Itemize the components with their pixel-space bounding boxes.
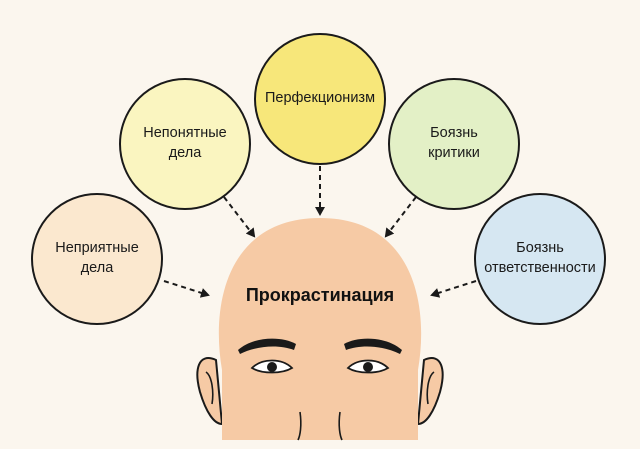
cause-circle-unpleasant: [31, 193, 163, 325]
arrows: [163, 166, 477, 298]
cause-circle-unclear: [119, 78, 251, 210]
right-ear: [416, 357, 444, 426]
cause-label-perfectionism: Перфекционизм: [264, 90, 376, 107]
arrow-unclear: [223, 196, 256, 238]
head-illustration: [196, 218, 444, 441]
cause-circle-perfectionism: [254, 33, 386, 165]
center-label-procrastination: Прокрастинация: [245, 284, 395, 305]
arrow-responsibility: [430, 280, 477, 298]
cause-circle-responsibility: [474, 193, 606, 325]
right-eyebrow: [344, 338, 402, 354]
cause-circle-criticism: [388, 78, 520, 210]
cause-label-unpleasant: Неприятные дела: [55, 240, 139, 276]
left-ear: [196, 357, 224, 426]
arrow-unpleasant: [163, 280, 210, 298]
cause-label-criticism: Боязнь критики: [428, 125, 480, 161]
arrow-criticism: [384, 196, 417, 238]
head-shape: [218, 218, 422, 440]
cause-label-unclear: Непонятные дела: [143, 125, 227, 161]
cause-label-responsibility: Боязнь ответственности: [484, 240, 596, 276]
left-eyebrow: [238, 338, 296, 354]
